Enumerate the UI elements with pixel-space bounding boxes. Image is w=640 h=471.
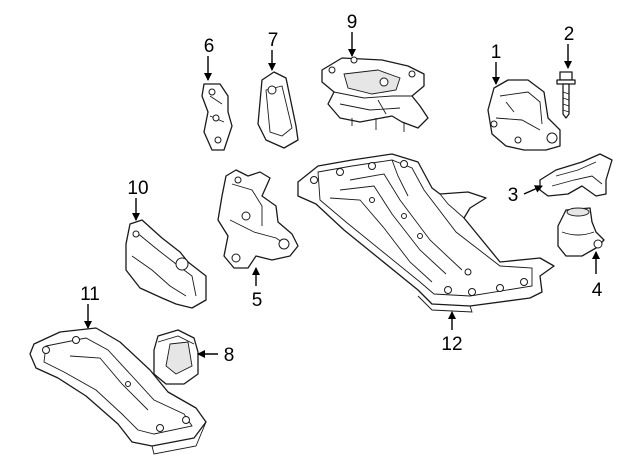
part-11-lower-crossmember	[29, 327, 207, 455]
leader-lines	[84, 32, 600, 358]
part-7-plate	[257, 71, 299, 149]
part-4-insulator	[557, 207, 605, 257]
callout-3: 3	[508, 185, 519, 206]
callout-6: 6	[204, 36, 215, 57]
part-9-upper-mount	[321, 56, 429, 132]
callout-11: 11	[80, 284, 100, 305]
callout-5: 5	[252, 290, 263, 311]
leader-3	[523, 185, 543, 195]
callout-7: 7	[268, 30, 279, 51]
callout-10: 10	[127, 178, 148, 199]
part-1-engine-mount	[487, 79, 561, 151]
callout-12: 12	[441, 334, 462, 355]
callout-1: 1	[491, 42, 502, 63]
callout-4: 4	[592, 280, 603, 301]
part-12-crossmember	[297, 153, 555, 313]
part-8-insulator	[153, 329, 199, 385]
part-10-bracket	[125, 219, 207, 309]
callout-8: 8	[224, 345, 235, 366]
part-3-heat-shield	[539, 153, 613, 197]
callout-2: 2	[564, 24, 575, 45]
callout-9: 9	[347, 12, 358, 33]
part-5-mount-bracket	[217, 169, 299, 269]
part-6-bracket	[201, 83, 233, 151]
part-2-bolt	[556, 71, 576, 119]
callout-labels: 1 2 3 4 5 6 7 8 9 10 11 12	[80, 12, 603, 366]
